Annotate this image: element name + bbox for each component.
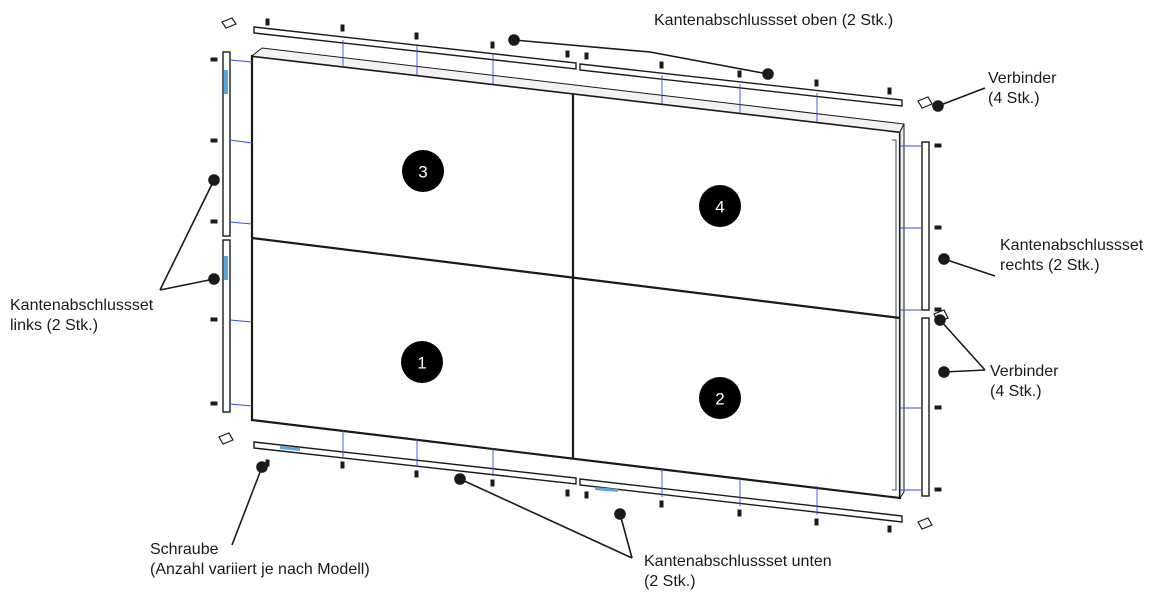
label-screw: Schraube (Anzahl variiert je nach Modell… <box>150 540 370 580</box>
panel-badge-3: 3 <box>402 150 444 192</box>
panel-number-4: 4 <box>715 198 724 217</box>
top-trim-bars <box>253 26 903 107</box>
panel-number-badges: 3 4 1 2 <box>401 150 741 419</box>
bottom-trim-accent-1 <box>280 446 300 451</box>
left-trim-upper <box>222 51 231 237</box>
label-connector-right-line1: Verbinder <box>990 363 1059 380</box>
bottom-trim-accent-2 <box>595 487 618 492</box>
label-connector-top-line2: (4 Stk.) <box>988 90 1040 107</box>
bottom-trim-bars <box>253 441 903 523</box>
callout-leaders <box>159 34 996 559</box>
label-top-trim: Kantenabschlussset oben (2 Stk.) <box>654 12 894 29</box>
label-connector-right-line2: (4 Stk.) <box>990 383 1042 400</box>
right-trim-upper <box>921 141 930 311</box>
screws <box>210 18 942 533</box>
panel-number-3: 3 <box>418 163 427 182</box>
label-bottom-trim-line1: Kantenabschlussset unten <box>644 553 832 570</box>
wall-right-bracket <box>892 139 897 491</box>
left-trim-bars <box>222 51 231 413</box>
bottom-trim-left <box>253 441 577 485</box>
label-left-trim-line1: Kantenabschlussset <box>10 297 154 314</box>
label-screw-line2: (Anzahl variiert je nach Modell) <box>150 561 370 578</box>
label-connector-top-line1: Verbinder <box>988 70 1057 87</box>
left-trim-accent-2 <box>224 256 228 280</box>
label-right-trim: Kantenabschlussset rechts (2 Stk.) <box>1000 236 1143 276</box>
top-trim-right <box>579 63 903 107</box>
label-bottom-trim-line2: (2 Stk.) <box>644 573 696 590</box>
bottom-trim-right <box>579 478 903 523</box>
panel-badge-2: 2 <box>699 377 741 419</box>
label-connector-right: Verbinder (4 Stk.) <box>990 362 1059 402</box>
label-screw-line1: Schraube <box>150 541 219 558</box>
right-trim-lower <box>921 317 930 497</box>
panel-badge-4: 4 <box>699 185 741 227</box>
blue-guide-lines <box>229 40 922 515</box>
left-trim-lower <box>222 239 231 413</box>
label-connector-top: Verbinder (4 Stk.) <box>988 69 1057 109</box>
label-left-trim: Kantenabschlussset links (2 Stk.) <box>10 296 153 336</box>
screw-icon <box>210 18 942 533</box>
left-trim-accent-1 <box>224 70 228 94</box>
right-trim-bars <box>921 141 930 497</box>
label-bottom-trim: Kantenabschlussset unten (2 Stk.) <box>644 552 832 592</box>
label-left-trim-line2: links (2 Stk.) <box>10 317 99 334</box>
panel-number-1: 1 <box>417 354 426 373</box>
top-trim-left <box>253 26 577 70</box>
label-right-trim-line2: rechts (2 Stk.) <box>1000 257 1100 274</box>
label-right-trim-line1: Kantenabschlussset <box>1000 237 1144 254</box>
horizontal-seam <box>251 236 901 320</box>
panel-badge-1: 1 <box>401 341 443 383</box>
panel-number-2: 2 <box>715 390 724 409</box>
video-wall-panels <box>250 47 905 500</box>
wall-right-edge <box>899 123 905 500</box>
